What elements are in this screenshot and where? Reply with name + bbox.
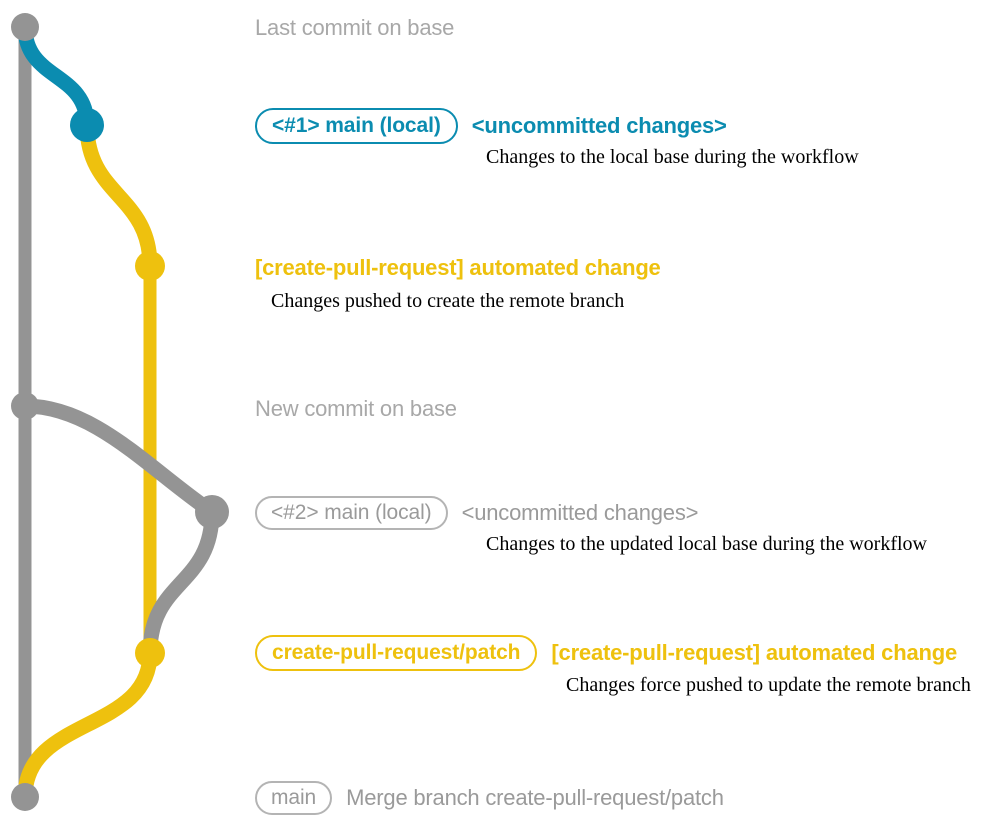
commit-dot-local-2[interactable] (195, 495, 229, 529)
commit-note: Changes to the local base during the wor… (486, 146, 859, 168)
edge-local1-to-patch1 (79, 117, 158, 274)
commit-dot-last-base[interactable] (11, 13, 39, 41)
commit-row-local-2: <#2> main (local) <uncommitted changes> (255, 496, 698, 530)
commit-row-automated-1: [create-pull-request] automated change (255, 253, 661, 283)
commit-subject: [create-pull-request] automated change (255, 255, 661, 280)
commit-row-local-1: <#1> main (local) <uncommitted changes> (255, 108, 727, 144)
commit-dot-automated-2[interactable] (135, 638, 165, 668)
commit-subject: New commit on base (255, 396, 457, 421)
ref-badge-create-pull-request-patch[interactable]: create-pull-request/patch (255, 635, 538, 671)
commit-row-automated-2: create-pull-request/patch [create-pull-r… (255, 635, 957, 671)
commit-subject: Merge branch create-pull-request/patch (346, 785, 724, 810)
commit-subject: <uncommitted changes> (461, 500, 699, 525)
commit-note: Changes force pushed to update the remot… (566, 674, 971, 696)
commit-row-new-base: New commit on base (255, 393, 457, 425)
commit-row-merge: main Merge branch create-pull-request/pa… (255, 781, 724, 815)
ref-badge-main-local-2[interactable]: <#2> main (local) (255, 496, 448, 530)
edge-local2-to-patch2 (142, 504, 220, 661)
commit-row-last-base: Last commit on base (255, 11, 454, 45)
ref-badge-main-local-1[interactable]: <#1> main (local) (255, 108, 458, 144)
edge-newbase-to-local2 (17, 398, 220, 520)
edge-patch2-to-merge (17, 645, 158, 805)
commit-note: Changes to the updated local base during… (486, 533, 927, 555)
ref-badge-main[interactable]: main (255, 781, 333, 815)
commit-note: Changes pushed to create the remote bran… (271, 290, 625, 312)
edge-base-to-local1 (17, 19, 95, 133)
commit-dot-new-base[interactable] (11, 392, 39, 420)
commit-dot-merge[interactable] (11, 783, 39, 811)
commit-subject: Last commit on base (255, 15, 455, 40)
commit-dot-automated-1[interactable] (135, 251, 165, 281)
commit-dot-local-1[interactable] (70, 108, 104, 142)
commit-subject: <uncommitted changes> (471, 113, 727, 138)
commit-subject: [create-pull-request] automated change (551, 640, 957, 665)
